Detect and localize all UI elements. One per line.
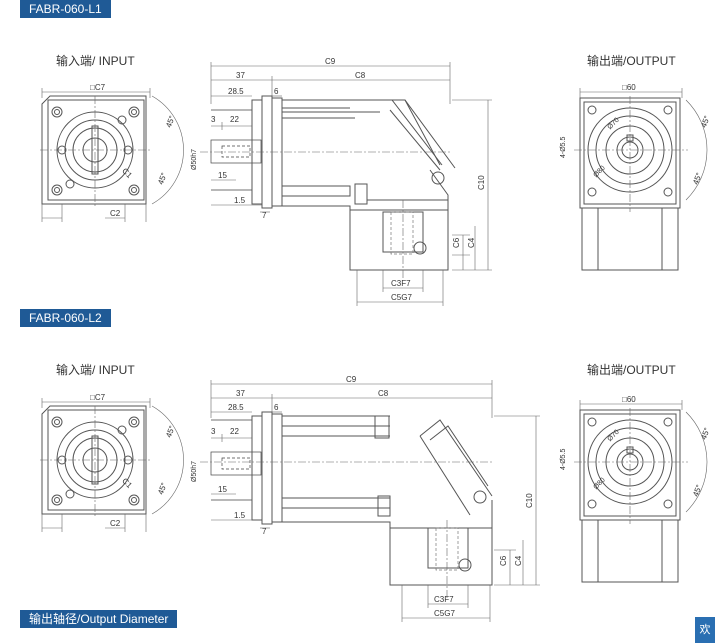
dim-c5: C5G7 bbox=[391, 293, 412, 302]
input-title: 输入端/ INPUT bbox=[56, 362, 135, 377]
dim-28-5: 28.5 bbox=[228, 403, 244, 412]
dim-15: 15 bbox=[218, 171, 227, 180]
dim-3: 3 bbox=[211, 115, 216, 124]
angle-45-d: 45° bbox=[691, 171, 704, 185]
dim-c8: C8 bbox=[355, 71, 366, 80]
dim-22: 22 bbox=[230, 427, 239, 436]
dim-c7: □C7 bbox=[90, 83, 106, 92]
dim-phi50: Ø50h7 bbox=[191, 461, 198, 482]
dim-c3: C3F7 bbox=[391, 279, 411, 288]
output-title: 输出端/OUTPUT bbox=[587, 362, 676, 377]
dim-c2: C2 bbox=[110, 519, 121, 528]
dim-28-5: 28.5 bbox=[228, 87, 244, 96]
dim-sq60: □60 bbox=[622, 395, 636, 404]
dim-c9: C9 bbox=[325, 57, 336, 66]
dim-c4: C4 bbox=[467, 237, 476, 248]
drawing-l1: 输入端/ INPUT 输出端/OUTPUT □C7 C2 C1 45° 45° bbox=[40, 53, 712, 306]
dim-c10: C10 bbox=[525, 493, 534, 508]
output-title: 输出端/OUTPUT bbox=[587, 53, 676, 68]
dim-c5: C5G7 bbox=[434, 609, 455, 618]
dim-15: 15 bbox=[218, 485, 227, 494]
dim-37: 37 bbox=[236, 389, 245, 398]
angle-45-b: 45° bbox=[156, 171, 169, 185]
dim-c3: C3F7 bbox=[434, 595, 454, 604]
dim-phi80: Ø80 bbox=[592, 477, 606, 491]
angle-45-b: 45° bbox=[156, 481, 169, 495]
dim-c1: C1 bbox=[120, 476, 134, 490]
dim-6: 6 bbox=[274, 87, 279, 96]
dim-1-5: 1.5 bbox=[234, 196, 246, 205]
output-view: □60 4-Ø5.5 Ø70 Ø80 45° 45° bbox=[560, 395, 712, 583]
angle-45-c: 45° bbox=[699, 114, 712, 128]
input-title: 输入端/ INPUT bbox=[56, 53, 135, 68]
dim-c10: C10 bbox=[477, 175, 486, 190]
section-tag-l1: FABR-060-L1 bbox=[20, 0, 111, 18]
dim-c4: C4 bbox=[514, 555, 523, 566]
dim-37: 37 bbox=[236, 71, 245, 80]
dim-c6: C6 bbox=[452, 237, 461, 248]
dim-3: 3 bbox=[211, 427, 216, 436]
side-view: C9 37 C8 28.5 6 3 22 Ø50h7 15 1.5 7 bbox=[191, 375, 540, 622]
dim-c6: C6 bbox=[499, 555, 508, 566]
dim-sq60: □60 bbox=[622, 83, 636, 92]
dim-c7: □C7 bbox=[90, 393, 106, 402]
angle-45-a: 45° bbox=[164, 114, 177, 128]
dim-7: 7 bbox=[262, 527, 267, 536]
angle-45-a: 45° bbox=[164, 424, 177, 438]
dim-c9: C9 bbox=[346, 375, 357, 384]
angle-45-d: 45° bbox=[691, 483, 704, 497]
dim-6: 6 bbox=[274, 403, 279, 412]
dim-hole: 4-Ø5.5 bbox=[560, 448, 567, 470]
dim-7: 7 bbox=[262, 211, 267, 220]
section-tag-l2: FABR-060-L2 bbox=[20, 309, 111, 327]
side-view: C9 37 C8 28.5 6 3 22 Ø50h7 15 1.5 7 bbox=[191, 57, 492, 306]
output-diameter-tag: 输出轴径/Output Diameter bbox=[20, 610, 178, 628]
angle-45-c: 45° bbox=[699, 426, 712, 440]
dim-c8: C8 bbox=[378, 389, 389, 398]
dim-c2: C2 bbox=[110, 209, 121, 218]
corner-chat-widget[interactable]: 欢 bbox=[695, 617, 715, 643]
dim-hole: 4-Ø5.5 bbox=[560, 136, 567, 158]
dim-1-5: 1.5 bbox=[234, 511, 246, 520]
dim-22: 22 bbox=[230, 115, 239, 124]
input-view: □C7 C2 C1 45° 45° bbox=[40, 83, 184, 222]
input-view: □C7 C2 C1 45° 45° bbox=[40, 393, 184, 532]
dim-phi50: Ø50h7 bbox=[191, 149, 198, 170]
